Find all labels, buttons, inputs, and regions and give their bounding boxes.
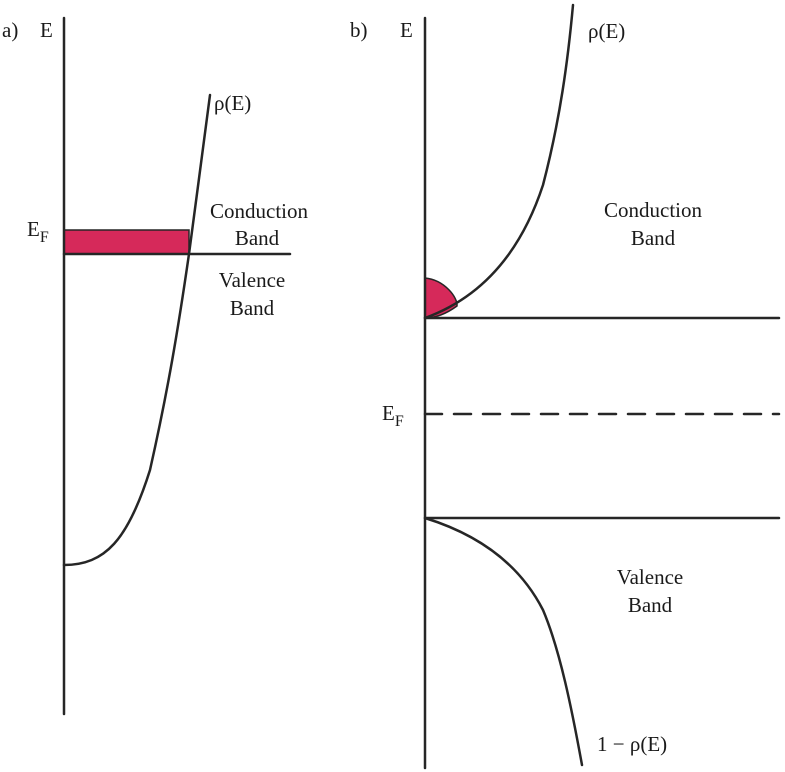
- panel-a-energy-axis-label: E: [40, 18, 53, 42]
- panel-b: b) E ρ(E) 1 − ρ(E) EF Conduction Band Va…: [350, 3, 781, 770]
- panel-b-conduction-label-line1: Conduction: [604, 198, 702, 222]
- panel-b-density-curve: [423, 3, 575, 320]
- panel-a-fermi-main: E: [27, 217, 40, 241]
- panel-b-fermi-sub: F: [395, 413, 404, 430]
- panel-a-valence-label-line2: Band: [230, 296, 275, 320]
- panel-a-label: a): [2, 18, 18, 42]
- panel-b-fermi-label: EF: [382, 401, 404, 430]
- panel-b-energy-axis-label: E: [400, 18, 413, 42]
- panel-a-fermi-label: EF: [27, 217, 49, 246]
- panel-a-fermi-sub: F: [40, 229, 49, 246]
- panel-a-conduction-label-line1: Conduction: [210, 199, 308, 223]
- panel-b-hole-curve: [423, 516, 584, 767]
- panel-b-valence-label-line1: Valence: [617, 565, 683, 589]
- panel-a: a) E ρ(E) EF Conduction Band Valence Ban…: [2, 16, 308, 716]
- panel-a-density-curve: [62, 93, 212, 567]
- panel-a-density-label: ρ(E): [214, 91, 251, 115]
- panel-b-fermi-main: E: [382, 401, 395, 425]
- panel-a-valence-label-line1: Valence: [219, 268, 285, 292]
- panel-b-valence-label-line2: Band: [628, 593, 673, 617]
- panel-b-hole-curve-label: 1 − ρ(E): [597, 732, 667, 756]
- panel-b-conduction-label-line2: Band: [631, 226, 676, 250]
- panel-a-filled-states: [63, 229, 190, 255]
- panel-b-density-label: ρ(E): [588, 19, 625, 43]
- panel-a-conduction-label-line2: Band: [235, 226, 280, 250]
- panel-b-label: b): [350, 18, 368, 42]
